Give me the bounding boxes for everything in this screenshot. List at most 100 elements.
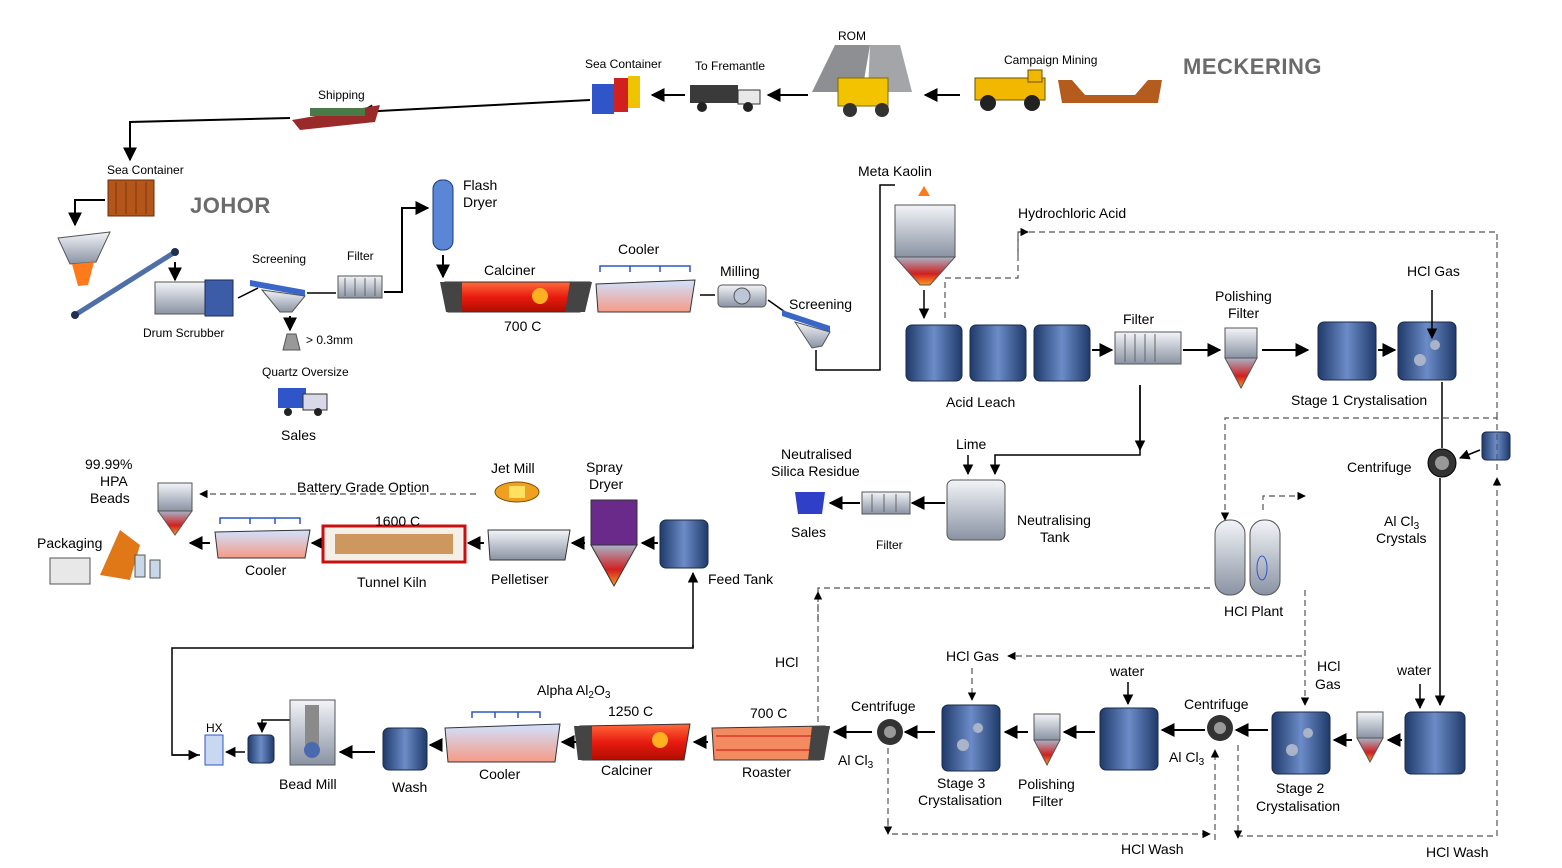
hcl-dashed-line [817,587,1210,729]
small-tank [247,734,275,764]
oversize-label: > 0.3mm [306,333,354,347]
flow-line [237,287,259,299]
pelletiser-drum [487,529,571,561]
wash-tank [382,727,428,771]
hcl-gas-label: HCl Gas [1407,263,1460,279]
mine-pit [1058,80,1162,103]
centrifuge-label: Centrifuge [1184,696,1249,712]
polishing-filter [1224,327,1258,390]
quartz-oversize-label: Quartz Oversize [262,365,349,379]
screening-label: Screening [789,296,853,312]
drum-scrubber-label: Drum Scrubber [143,326,225,340]
flash-dryer-label: Flash [463,177,498,193]
flow-line [767,299,786,313]
packaging-robot [49,530,161,585]
cooler-drum [595,265,696,313]
sea-container-icon [107,179,155,217]
stage3-crystaliser [941,704,1001,772]
rom-label: ROM [838,29,866,43]
spray-dryer [590,499,638,588]
bead-mill [289,699,336,766]
hpa-label: HPA [100,473,128,489]
alcl3-crystals-label: Al Cl3 [1384,513,1420,532]
flow-arrow [358,99,591,119]
stage2-crystaliser [1271,711,1331,775]
hcl-gas-label: HCl Gas [946,648,999,664]
calciner-temp-label: 700 C [504,318,542,334]
conveyor [71,248,179,319]
heat-exchanger [204,734,224,766]
water-label: water [1397,662,1432,678]
sales-label: Sales [281,427,317,443]
lime-label: Lime [956,436,987,452]
residue-label: Neutralised [781,446,852,462]
acid-leach-tanks [905,324,1091,382]
packaging-label: Packaging [37,535,103,551]
drum-scrubber [154,279,234,317]
crystaliser-tank [1317,321,1377,381]
hpa-label: Beads [90,490,130,506]
sea-container-icon [592,76,640,114]
polishing-filter-label: Polishing [1018,776,1075,792]
filter-press [1114,331,1182,365]
site-label-meckering: MECKERING [1183,54,1322,79]
flash-dryer-label: Dryer [463,194,498,210]
jet-mill-label: Jet Mill [491,460,535,476]
neutralising-tank [946,479,1006,541]
meta-kaolin-label: Meta Kaolin [858,163,932,179]
crystaliser-tank [1099,707,1159,771]
truck-icon [278,388,328,416]
flow-arrow [123,117,291,162]
flow-arrow [256,719,298,734]
filter-label: Filter [876,538,903,552]
hcl-label: HCl [775,654,799,670]
crystaliser-tank [1404,711,1466,775]
polishing-filter-label: Filter [1032,793,1064,809]
stage1-label: Stage 1 Crystalisation [1291,392,1428,408]
polishing-filter [1356,711,1384,764]
truck-icon [690,85,761,112]
hcl-dashed-arrow [1017,227,1029,255]
neutralising-tank-label: Tank [1040,529,1070,545]
hx-label: HX [206,721,223,735]
water-label: water [1110,663,1145,679]
centrifuge-label: Centrifuge [851,698,916,714]
hcl-wash-label: HCl Wash [1426,844,1489,860]
hcl-gas-label: HCl [1317,658,1341,674]
battery-grade-option-label: Battery Grade Option [297,479,430,495]
cooler-label: Cooler [479,766,521,782]
feed-tank-label: Feed Tank [708,571,774,587]
cooler-label: Cooler [618,241,660,257]
flow-line [815,184,895,371]
hcl-wash-label: HCl Wash [1121,841,1184,857]
hopper [57,231,111,286]
small-tank [1481,431,1511,461]
flow-arrow [384,201,430,293]
spray-dryer-label: Spray [586,459,623,475]
stage3-label: Stage 3 [937,775,986,791]
site-label-johor: JOHOR [190,193,271,218]
screening-label: Screening [252,252,307,266]
calciner-label: Calciner [601,762,653,778]
jet-mill [494,481,540,503]
dump-truck-icon [974,69,1046,111]
calciner-kiln [440,281,592,313]
alcl3-crystals-label: Crystals [1376,530,1427,546]
filter-unit [861,491,911,515]
tunnel-kiln-label: Tunnel Kiln [357,574,427,590]
filter-label: Filter [347,249,374,263]
flash-dryer [432,179,454,251]
polishing-filter-label: Polishing [1215,288,1272,304]
campaign-mining-label: Campaign Mining [1004,53,1098,67]
alcl3-label: Al Cl3 [838,752,874,771]
acid-leach-label: Acid Leach [946,394,1016,410]
hcl-wash-dashed-arrow [1237,477,1502,837]
stage1-crystaliser [1397,321,1457,381]
cooler-drum [214,517,311,559]
hcl-dashed-arrow [1262,491,1306,510]
wash-label: Wash [392,779,428,795]
stage3-label: Crystalisation [918,792,1003,808]
meta-kaolin-silo [893,186,957,286]
calciner-temp-label: 1250 C [608,703,654,719]
